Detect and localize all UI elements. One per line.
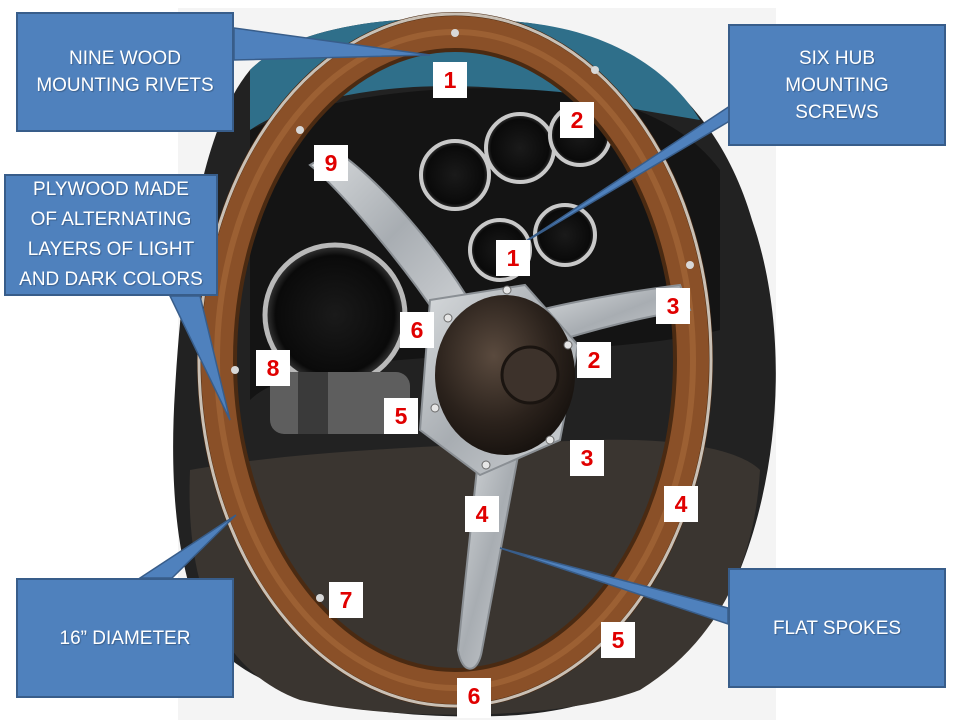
water-gauge <box>419 139 491 211</box>
column-collar <box>298 372 328 434</box>
rivet-number-4: 4 <box>664 486 698 522</box>
callout-hub-screws: SIX HUB MOUNTING SCREWS <box>728 24 946 146</box>
wheel-spokes <box>308 148 692 670</box>
callout-diameter: 16” DIAMETER <box>16 578 234 698</box>
rivet-number-6: 6 <box>457 678 491 718</box>
callout-plywood: PLYWOOD MADE OF ALTERNATING LAYERS OF LI… <box>4 174 218 296</box>
callout-wood-rivets: NINE WOOD MOUNTING RIVETS <box>16 12 234 132</box>
screw-number-2: 2 <box>577 342 611 378</box>
screw-number-6: 6 <box>400 312 434 348</box>
wheel-hub <box>418 283 580 477</box>
rivet-number-9: 9 <box>314 145 348 181</box>
callout-flat-spokes: FLAT SPOKES <box>728 568 946 688</box>
rivet-number-2: 2 <box>560 102 594 138</box>
rivet-number-7: 7 <box>329 582 363 618</box>
callout-pointers <box>137 27 743 626</box>
rivet-number-5: 5 <box>601 622 635 658</box>
rivet-number-1: 1 <box>433 62 467 98</box>
screw-number-5: 5 <box>384 398 418 434</box>
rivets-pointer <box>233 27 431 61</box>
hub-screws <box>430 285 573 470</box>
screw-number-3: 3 <box>570 440 604 476</box>
small-right-gauge <box>533 203 597 267</box>
screw-number-1: 1 <box>496 240 530 276</box>
plywood-pointer <box>168 295 231 421</box>
rpm-gauge <box>484 112 556 184</box>
screw-number-4: 4 <box>465 496 499 532</box>
rivet-number-8: 8 <box>256 350 290 386</box>
rivet-number-3: 3 <box>656 288 690 324</box>
